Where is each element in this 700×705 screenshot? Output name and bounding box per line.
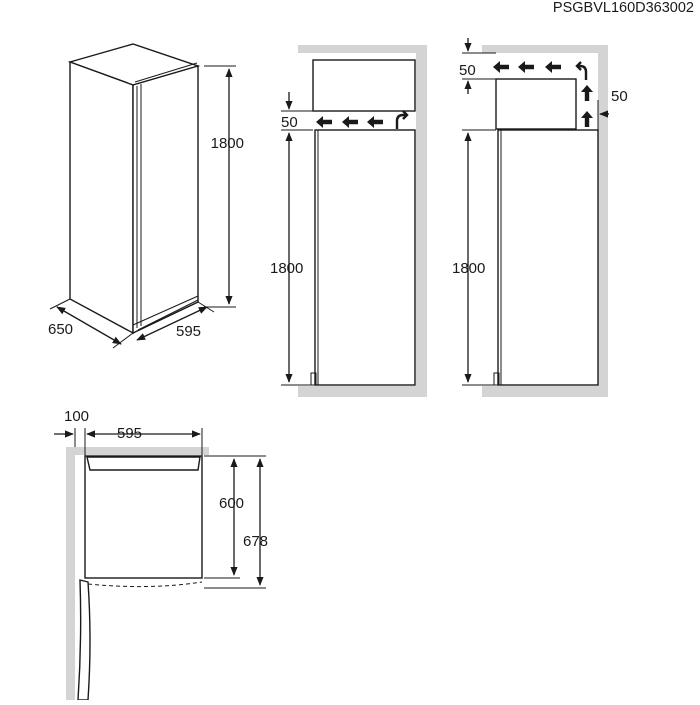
appliance-side: [314, 129, 416, 386]
upper-cabinet: [312, 59, 416, 112]
airflow-turn-icon: [395, 110, 409, 129]
appliance-foot: [310, 372, 317, 386]
airflow-arrow-icon: [493, 61, 509, 73]
width-dim-line: [136, 306, 208, 341]
appliance-foot-2: [493, 372, 500, 386]
width-label: 595: [176, 323, 201, 340]
airflow-arrow-icon: [545, 61, 561, 73]
rear-top-gap-label: 50: [459, 62, 476, 79]
ceiling-wall-2: [482, 45, 608, 53]
airflow-arrow-icon: [367, 116, 383, 128]
front-height-label: 1800: [270, 260, 303, 277]
top-depth-label: 600: [219, 495, 244, 512]
door-depth-label: 678: [243, 533, 268, 550]
door-swing-arc: [87, 581, 203, 588]
side-view-rear-vent: 50 50 1800: [452, 38, 628, 397]
airflow-turn-icon: [575, 61, 588, 80]
depth-ext-a: [49, 298, 71, 310]
airflow-arrow-icon: [518, 61, 534, 73]
cabinet-door-face: [132, 65, 199, 335]
door-top-edge: [134, 62, 198, 83]
depth-dim-line: [56, 306, 122, 345]
upper-cabinet-2: [495, 78, 577, 130]
floor-wall-2: [482, 386, 608, 397]
appliance-top: [84, 455, 203, 579]
rear-height-label: 1800: [452, 260, 485, 277]
airflow-arrow-icon: [342, 116, 358, 128]
isometric-view: 1800 650 595: [48, 43, 244, 349]
airflow-arrow-icon: [316, 116, 332, 128]
rear-wall-2: [598, 45, 608, 397]
back-wall: [66, 447, 209, 455]
ceiling-wall: [298, 45, 427, 53]
rear-wall: [416, 45, 427, 397]
side-view-front-vent: 50 1800: [270, 45, 427, 397]
door-edge: [136, 84, 142, 328]
top-width-label: 595: [117, 425, 142, 442]
rear-side-gap-label: 50: [611, 88, 628, 105]
cabinet-side-face: [69, 60, 134, 335]
open-door: [77, 579, 91, 701]
appliance-back-feature: [86, 456, 201, 471]
airflow-arrow-icon: [581, 111, 593, 127]
document-code: PSGBVL160D363002: [553, 0, 694, 16]
side-wall: [66, 447, 75, 700]
depth-ext-b: [112, 332, 134, 349]
floor-wall: [298, 386, 427, 397]
depth-label: 650: [48, 321, 73, 338]
airflow-arrow-icon: [581, 85, 593, 101]
height-label: 1800: [211, 135, 244, 152]
appliance-side-2: [497, 129, 599, 386]
top-view: 100 595 600 678: [54, 408, 268, 701]
side-gap-label: 100: [64, 408, 89, 425]
front-gap-label: 50: [281, 114, 298, 131]
